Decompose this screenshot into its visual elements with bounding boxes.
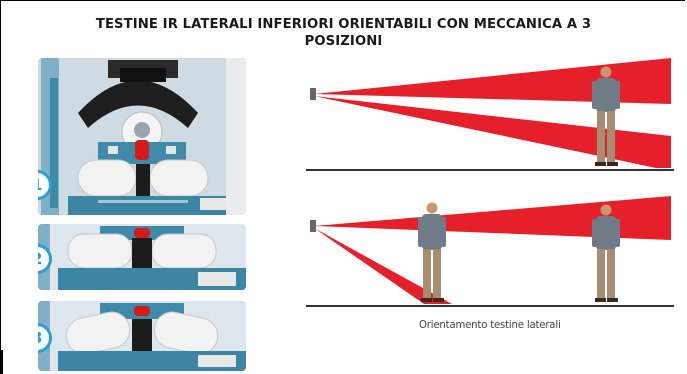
person-figure-near bbox=[418, 202, 446, 302]
sensor-emitter-top bbox=[310, 88, 316, 100]
lower-beam-bottom bbox=[314, 228, 452, 304]
photo-position-2: 2 bbox=[38, 224, 246, 290]
left-border-mark bbox=[0, 350, 3, 374]
beam-scenario-top bbox=[306, 58, 674, 171]
page-title: TESTINE IR LATERALI INFERIORI ORIENTABIL… bbox=[0, 16, 687, 50]
upper-beam-bottom bbox=[314, 196, 671, 240]
person-figure-far bbox=[592, 204, 620, 302]
diagram-caption: Orientamento testine laterali bbox=[419, 318, 561, 331]
robot-front-photo-2 bbox=[38, 224, 246, 290]
lower-beam-top bbox=[314, 96, 671, 168]
sensor-beam-diagram bbox=[306, 58, 674, 307]
sensor-emitter-bottom bbox=[310, 220, 316, 232]
robot-front-photo-3 bbox=[38, 301, 246, 371]
upper-beam-top bbox=[314, 58, 671, 104]
title-line-2: POSIZIONI bbox=[304, 34, 383, 49]
title-line-1: TESTINE IR LATERALI INFERIORI ORIENTABIL… bbox=[95, 17, 592, 32]
beam-scenario-bottom bbox=[306, 196, 674, 307]
person-figure-top bbox=[592, 66, 620, 166]
photo-position-1: 1 bbox=[38, 58, 246, 215]
robot-front-photo bbox=[38, 58, 246, 215]
photo-position-3: 3 bbox=[38, 301, 246, 371]
